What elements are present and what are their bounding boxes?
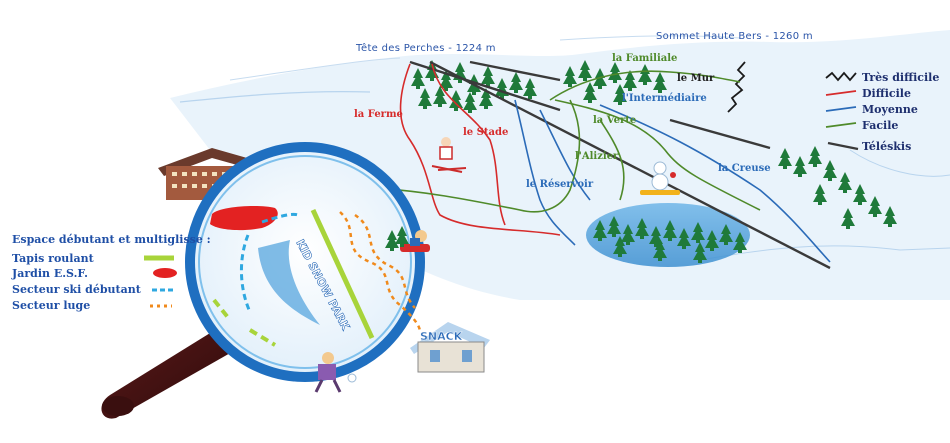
- snack-sign: SNACK: [420, 330, 463, 343]
- run-la-creuse: la Creuse: [718, 163, 771, 174]
- run-le-mur: le Mur: [677, 73, 715, 84]
- summit-tete-des-perches: Tête des Perches - 1224 m: [356, 43, 496, 54]
- sled-rider-icon: [400, 230, 430, 252]
- legend-difficile: Difficile: [862, 87, 911, 100]
- run-la-familiale: la Familiale: [612, 53, 678, 64]
- legend-facile: Facile: [862, 119, 899, 132]
- run-l-alizier: l'Alizier: [575, 151, 619, 162]
- red-runs: [399, 63, 561, 236]
- snowman-snowboarder-icon: [640, 161, 680, 195]
- legend-secteur-ski-debutant: Secteur ski débutant: [12, 283, 141, 296]
- skier-icon: [431, 137, 467, 173]
- run-l-intermediaire: l'Intermédiaire: [622, 93, 707, 104]
- legend-left-title: Espace débutant et multiglisse :: [12, 233, 211, 246]
- blue-runs: [514, 99, 831, 263]
- child-snowball-icon: [314, 352, 357, 393]
- run-le-mur-line: [727, 61, 746, 113]
- legend-jardin-esf: Jardin E.S.F.: [12, 267, 88, 280]
- run-la-verte: la Verte: [593, 115, 637, 126]
- magnifier-icon: KID SNOW PARK SNACK: [185, 142, 490, 393]
- run-la-ferme: la Ferme: [354, 109, 403, 120]
- legend-tres-difficile: Très difficile: [862, 71, 940, 84]
- magnifier-handle: [101, 330, 232, 419]
- legend-moyenne: Moyenne: [862, 103, 918, 116]
- ski-lifts: [409, 60, 831, 270]
- legend-tapis-roulant: Tapis roulant: [12, 252, 94, 265]
- summit-haute-bers: Sommet Haute Bers - 1260 m: [656, 31, 813, 42]
- legend-right-swatches: [825, 71, 859, 151]
- run-le-stade: le Stade: [463, 127, 509, 138]
- legend-teleskis: Téléskis: [862, 140, 912, 153]
- legend-secteur-luge: Secteur luge: [12, 299, 91, 312]
- snack-house-icon: SNACK: [410, 322, 490, 373]
- legend-left-swatches: [144, 255, 177, 308]
- run-le-reservoir: le Réservoir: [526, 179, 594, 190]
